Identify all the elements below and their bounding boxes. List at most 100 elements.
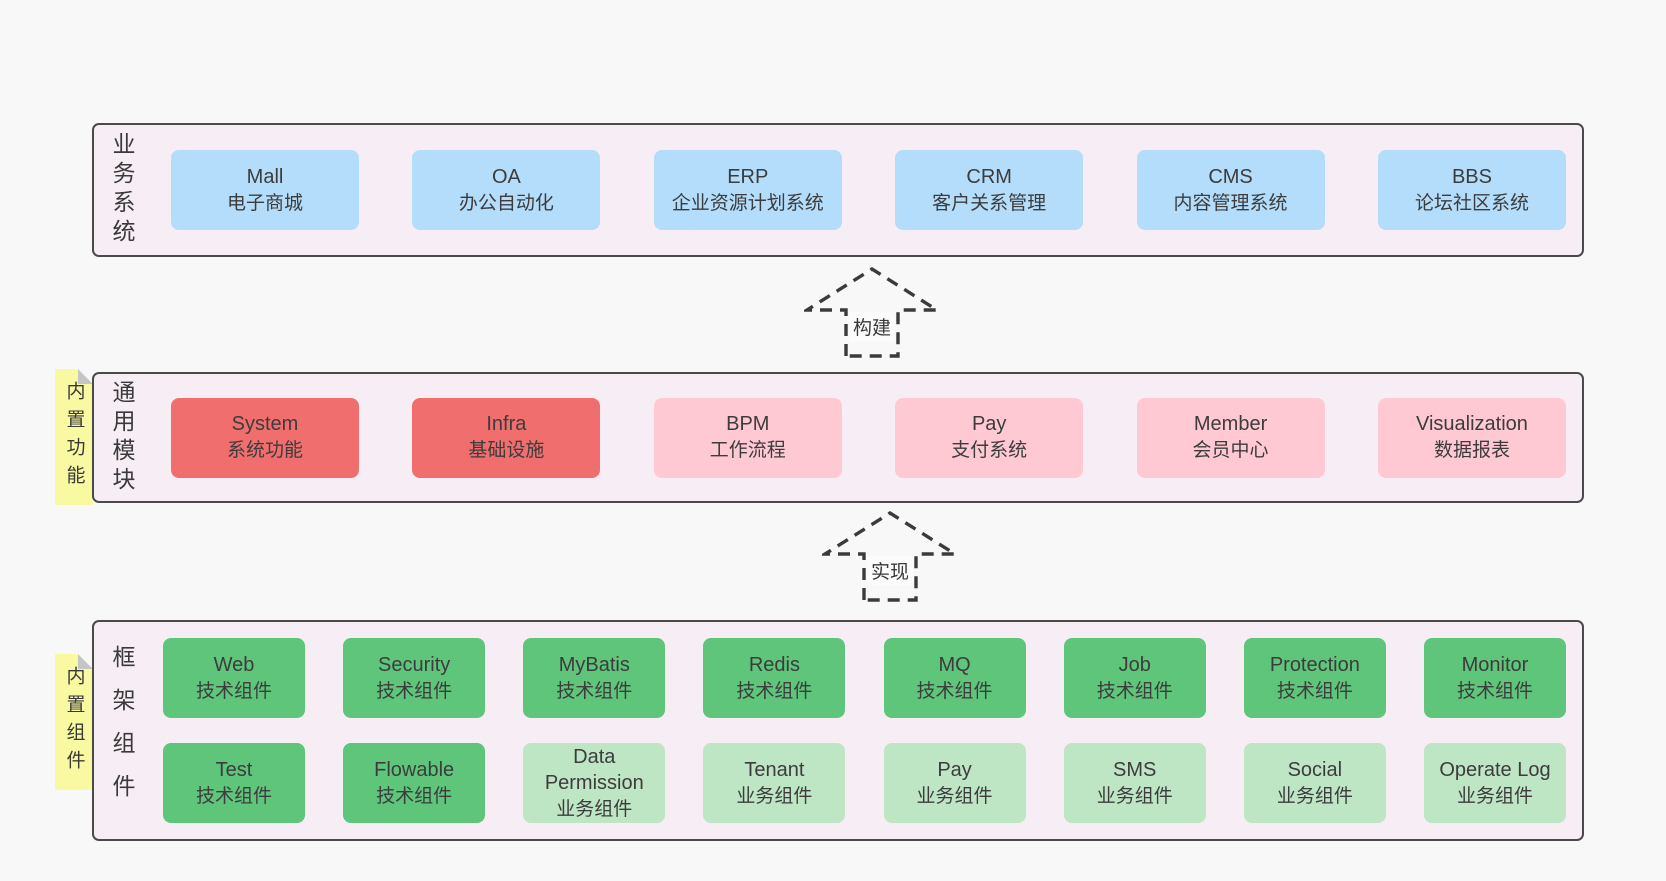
layer-framework-components: 框架组件 Web 技术组件 Security 技术组件 MyBatis 技术组件… — [92, 620, 1584, 841]
box-oa: OA 办公自动化 — [412, 150, 601, 230]
arrow-implement-label: 实现 — [866, 556, 914, 585]
box-title: Flowable — [374, 758, 455, 781]
box-protection: Protection 技术组件 — [1243, 638, 1386, 718]
arrow-build-label: 构建 — [848, 312, 896, 341]
box-title: Test — [215, 758, 253, 781]
box-mybatis: MyBatis 技术组件 — [523, 638, 666, 718]
box-subtitle: 技术组件 — [1096, 680, 1173, 702]
box-sms: SMS 业务组件 — [1063, 743, 1206, 823]
box-title: Web — [213, 653, 255, 676]
layer-business-systems: 业务系统 Mall 电子商城 OA 办公自动化 ERP 企业资源计划系统 CRM… — [92, 123, 1584, 257]
box-title: Tenant — [744, 758, 805, 781]
box-title: CRM — [966, 165, 1012, 188]
box-title: Mall — [246, 165, 284, 188]
box-web: Web 技术组件 — [163, 638, 305, 718]
layer-common-modules: 通用模块 System 系统功能 Infra 基础设施 BPM 工作流程 Pay… — [92, 372, 1584, 503]
box-infra: Infra 基础设施 — [412, 397, 601, 478]
box-title: Pay — [937, 758, 972, 781]
box-subtitle: 业务组件 — [556, 798, 633, 820]
box-subtitle: 技术组件 — [376, 680, 453, 702]
arrow-implement: 实现 — [822, 510, 958, 602]
box-title: BPM — [726, 413, 770, 436]
box-title: MQ — [938, 653, 971, 676]
box-mq: MQ 技术组件 — [883, 638, 1026, 718]
box-social: Social 业务组件 — [1243, 743, 1386, 823]
arrow-build: 构建 — [804, 266, 940, 358]
box-title: Visualization — [1415, 413, 1528, 436]
box-subtitle: 技术组件 — [195, 680, 272, 702]
box-title: Member — [1193, 413, 1268, 436]
box-subtitle: 业务组件 — [736, 785, 813, 807]
modules-box-row: System 系统功能 Infra 基础设施 BPM 工作流程 Pay 支付系统… — [171, 397, 1566, 478]
box-redis: Redis 技术组件 — [703, 638, 846, 718]
box-title: Infra — [486, 413, 527, 436]
box-title: Social — [1287, 758, 1343, 781]
sticky-label: 内置组件 — [63, 666, 85, 778]
box-system: System 系统功能 — [171, 397, 359, 478]
sticky-label: 内置功能 — [63, 381, 85, 493]
box-crm: CRM 客户关系管理 — [895, 150, 1084, 230]
box-test: Test 技术组件 — [163, 743, 305, 823]
box-subtitle: 技术组件 — [1456, 680, 1533, 702]
box-erp: ERP 企业资源计划系统 — [653, 150, 842, 230]
box-subtitle: 系统功能 — [226, 440, 303, 462]
box-title: SMS — [1113, 758, 1157, 781]
box-pay-business: Pay 业务组件 — [883, 743, 1026, 823]
box-visualization: Visualization 数据报表 — [1377, 397, 1566, 478]
box-title: OA — [491, 165, 521, 188]
box-subtitle: 工作流程 — [709, 440, 786, 462]
box-title: Data Permission — [544, 745, 644, 794]
box-pay: Pay 支付系统 — [895, 397, 1084, 478]
box-subtitle: 会员中心 — [1192, 440, 1269, 462]
box-title: Pay — [971, 413, 1007, 436]
box-title: CMS — [1208, 165, 1253, 188]
box-subtitle: 业务组件 — [916, 785, 993, 807]
box-subtitle: 业务组件 — [1096, 785, 1173, 807]
box-title: Redis — [748, 653, 800, 676]
box-bbs: BBS 论坛社区系统 — [1377, 150, 1566, 230]
layer-label-components: 框架组件 — [109, 644, 135, 817]
box-subtitle: 内容管理系统 — [1173, 192, 1288, 214]
dashed-up-arrow-icon — [804, 266, 940, 358]
box-cms: CMS 内容管理系统 — [1136, 150, 1325, 230]
box-security: Security 技术组件 — [343, 638, 486, 718]
layer-label-modules: 通用模块 — [109, 379, 135, 496]
components-box-row-2: Test 技术组件 Flowable 技术组件 Data Permission … — [163, 743, 1566, 823]
box-subtitle: 技术组件 — [916, 680, 993, 702]
box-subtitle: 技术组件 — [1276, 680, 1353, 702]
box-bpm: BPM 工作流程 — [653, 397, 842, 478]
box-title: Operate Log — [1439, 758, 1551, 781]
sticky-built-in-features: 内置功能 — [55, 369, 93, 505]
box-subtitle: 论坛社区系统 — [1414, 192, 1529, 214]
layer-label-business: 业务系统 — [109, 132, 135, 248]
box-subtitle: 技术组件 — [556, 680, 633, 702]
box-title: System — [231, 413, 299, 436]
box-mall: Mall 电子商城 — [171, 150, 359, 230]
components-rows: Web 技术组件 Security 技术组件 MyBatis 技术组件 Redi… — [163, 638, 1566, 823]
sticky-built-in-components: 内置组件 — [55, 654, 93, 790]
box-subtitle: 支付系统 — [951, 440, 1028, 462]
box-subtitle: 技术组件 — [736, 680, 813, 702]
box-subtitle: 业务组件 — [1456, 785, 1533, 807]
dashed-up-arrow-icon — [822, 510, 958, 602]
business-box-row: Mall 电子商城 OA 办公自动化 ERP 企业资源计划系统 CRM 客户关系… — [171, 150, 1566, 230]
box-subtitle: 技术组件 — [376, 785, 453, 807]
box-subtitle: 办公自动化 — [458, 192, 554, 214]
box-subtitle: 技术组件 — [195, 785, 272, 807]
box-title: MyBatis — [558, 653, 630, 676]
box-operate-log: Operate Log 业务组件 — [1423, 743, 1566, 823]
box-title: Security — [378, 653, 451, 676]
folded-corner-icon — [78, 369, 93, 384]
box-subtitle: 业务组件 — [1276, 785, 1353, 807]
box-subtitle: 数据报表 — [1433, 440, 1510, 462]
box-title: Job — [1118, 653, 1151, 676]
box-data-permission: Data Permission 业务组件 — [523, 743, 666, 823]
components-box-row-1: Web 技术组件 Security 技术组件 MyBatis 技术组件 Redi… — [163, 638, 1566, 718]
box-flowable: Flowable 技术组件 — [343, 743, 486, 823]
box-title: Protection — [1269, 653, 1360, 676]
box-title: ERP — [727, 165, 769, 188]
box-tenant: Tenant 业务组件 — [703, 743, 846, 823]
box-title: BBS — [1451, 165, 1492, 188]
box-subtitle: 电子商城 — [226, 192, 303, 214]
